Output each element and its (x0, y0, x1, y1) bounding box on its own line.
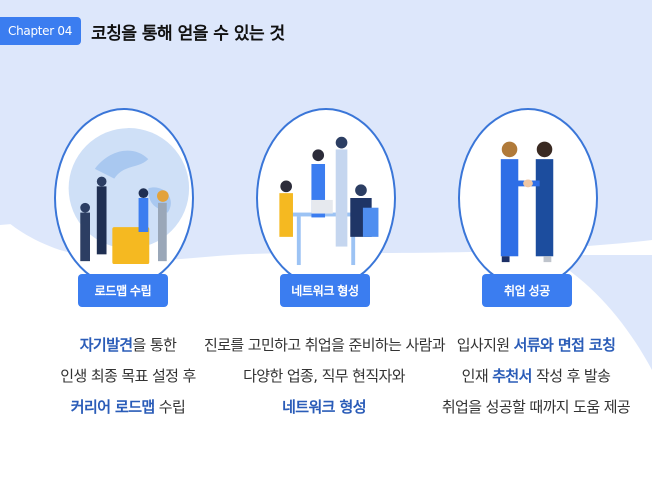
card-network: 네트워크 형성 (256, 108, 396, 308)
team-with-globe-illustration (54, 108, 194, 288)
desc-line: 진로를 고민하고 취업을 준비하는 사람과 (204, 336, 446, 354)
highlight-text: 서류와 면접 코칭 (513, 336, 616, 354)
desc-text: 입사지원 (456, 336, 514, 354)
roadmap-button[interactable]: 로드맵 수립 (78, 274, 168, 307)
desc-line: 인생 최종 목표 설정 후 (60, 367, 196, 385)
desc-line: 자기발견을 통한 (44, 330, 212, 361)
desc-text: 을 통한 (132, 336, 177, 354)
card-employment: 취업 성공 (458, 108, 598, 308)
highlight-text: 네트워크 형성 (282, 398, 366, 416)
highlight-text: 커리어 로드맵 (70, 398, 155, 416)
desc-line: 커리어 로드맵 수립 (44, 392, 212, 423)
team-meeting-illustration (256, 108, 396, 288)
highlight-text: 추천서 (492, 367, 532, 385)
desc-line: 입사지원 서류와 면접 코칭 (436, 330, 636, 361)
employment-description: 입사지원 서류와 면접 코칭 인재 추천서 작성 후 발송 취업을 성공할 때까… (436, 330, 636, 423)
highlight-text: 자기발견 (79, 336, 133, 354)
network-description: 진로를 고민하고 취업을 준비하는 사람과 다양한 업종, 직무 현직자와 네트… (204, 330, 446, 423)
employment-button[interactable]: 취업 성공 (482, 274, 572, 307)
desc-text: 수립 (154, 398, 186, 416)
chapter-badge: Chapter 04 (0, 17, 82, 45)
header: Chapter 04 코칭을 통해 얻을 수 있는 것 (0, 17, 285, 45)
desc-text: 작성 후 발송 (531, 367, 611, 385)
desc-line: 인재 추천서 작성 후 발송 (436, 361, 636, 392)
desc-text: 인재 (461, 367, 493, 385)
roadmap-description: 자기발견을 통한 인생 최종 목표 설정 후 커리어 로드맵 수립 (44, 330, 212, 423)
desc-line: 취업을 성공할 때까지 도움 제공 (441, 398, 631, 416)
handshake-illustration (458, 108, 598, 288)
card-roadmap: 로드맵 수립 (54, 108, 194, 308)
network-button[interactable]: 네트워크 형성 (280, 274, 370, 307)
desc-line: 네트워크 형성 (204, 392, 444, 423)
page-title: 코칭을 통해 얻을 수 있는 것 (91, 23, 285, 44)
desc-line: 다양한 업종, 직무 현직자와 (243, 367, 405, 385)
